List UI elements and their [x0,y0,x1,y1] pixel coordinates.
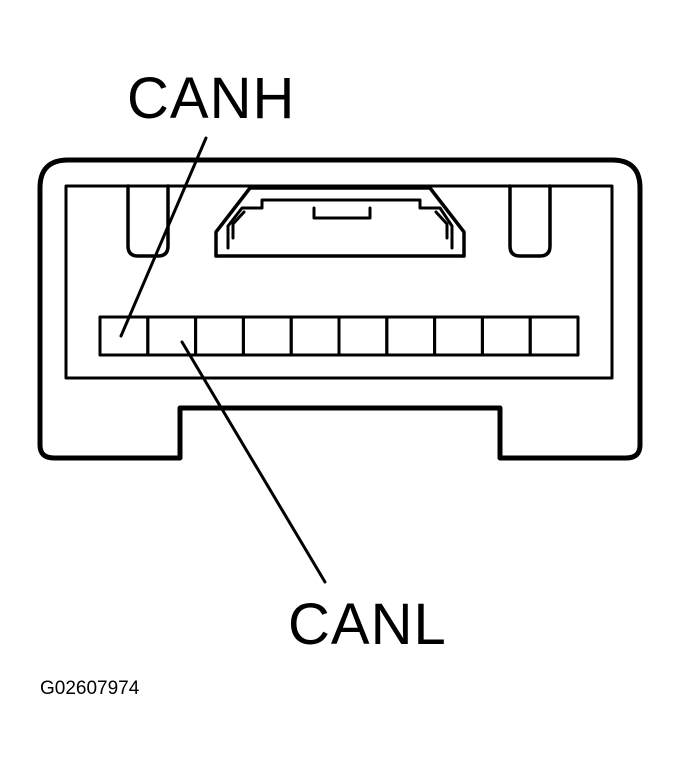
pin-cavity-3 [194,315,245,357]
left-clip-hook [231,210,246,240]
center-lock-inner [226,198,454,250]
pin-cavity-8 [433,315,484,357]
pin-cavity-4 [241,315,293,357]
center-lock-key [312,206,372,220]
right-latch-tab [508,184,552,258]
center-lock-outer [214,186,466,258]
pin-cavity-2 [146,315,198,357]
connector-housing [37,157,643,461]
canh-leader-line [119,136,208,338]
canl-label: CANL [288,592,447,657]
pin-cavity-7 [385,315,437,357]
pin-cavity-6 [337,315,389,357]
canl-leader-line [180,340,327,584]
left-latch-tab [126,184,170,258]
canh-label: CANH [127,66,296,131]
pin-row [98,315,580,357]
pin-cavity-5 [289,315,341,357]
pin-cavity-1 [98,315,150,357]
pin-cavity-10 [528,315,580,357]
figure-id: G02607974 [40,678,140,699]
pin-cavity-9 [480,315,532,357]
connector-inner-wall [64,184,614,380]
right-clip-hook [434,210,449,240]
